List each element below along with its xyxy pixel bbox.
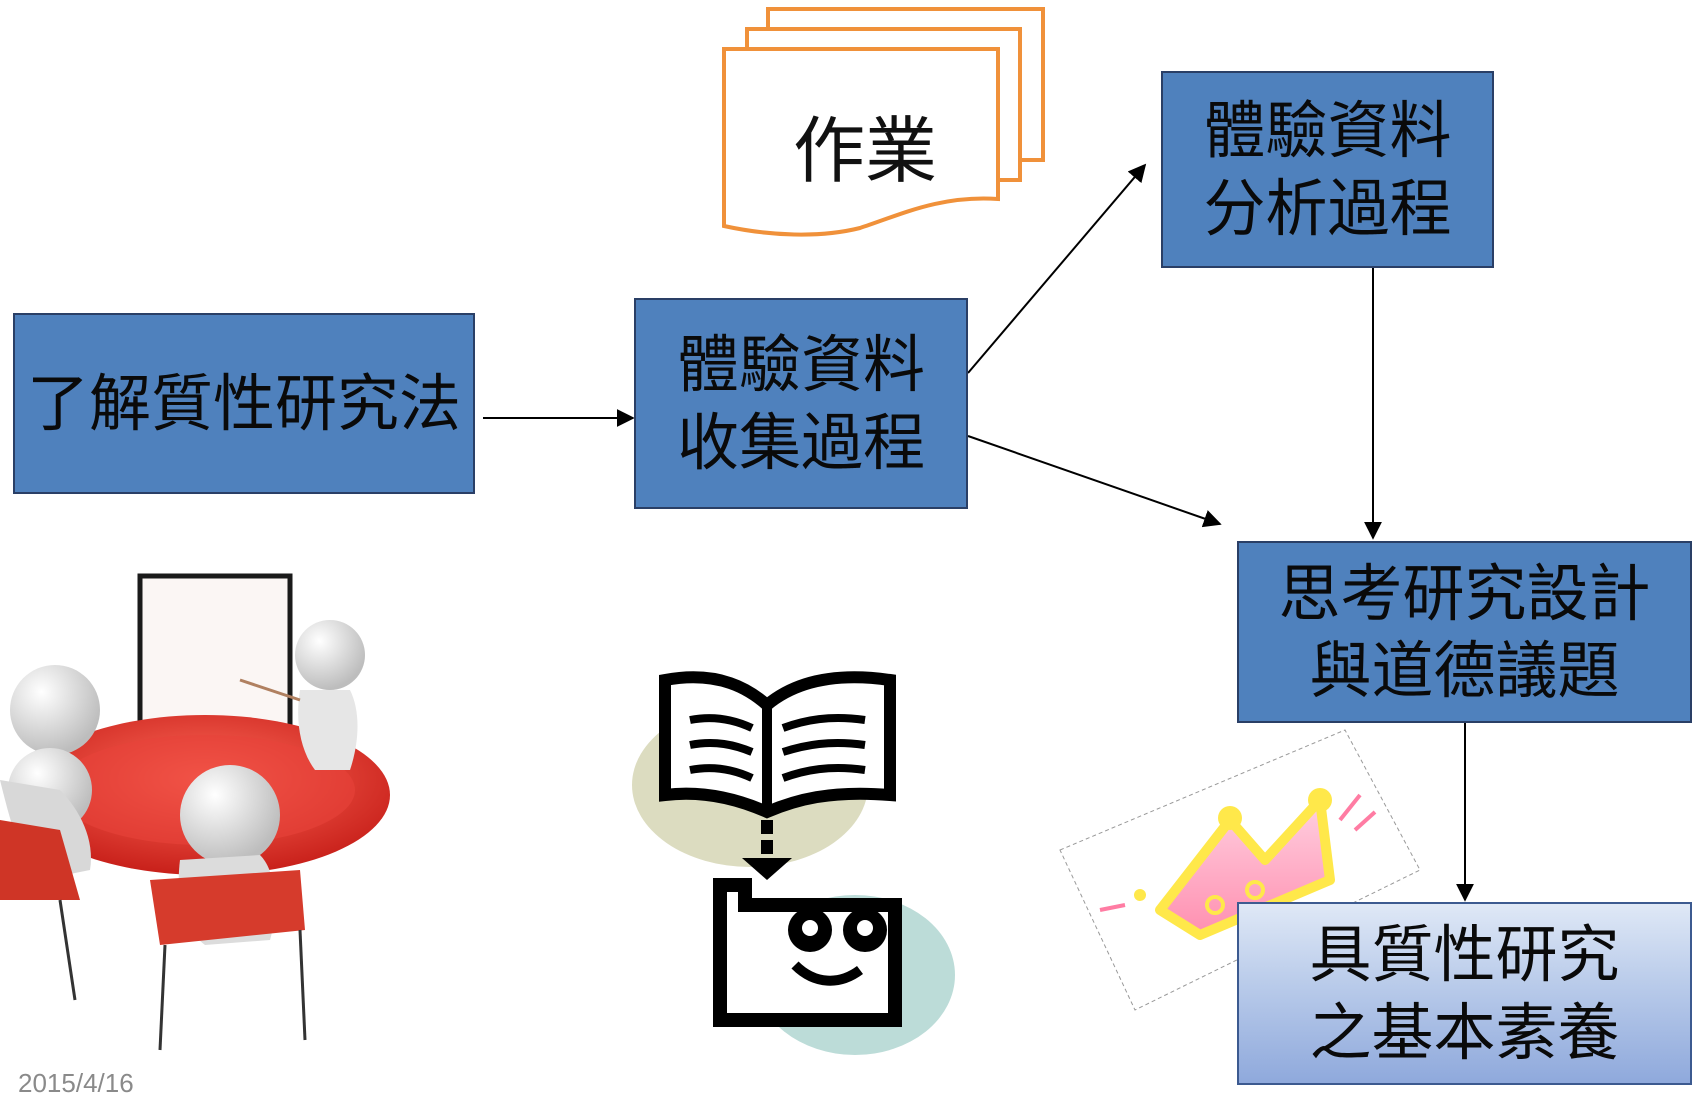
box-analyze-label: 體驗資料 分析過程	[1203, 94, 1452, 245]
box-understand-label: 了解質性研究法	[26, 366, 461, 440]
homework-label: 作業	[792, 109, 937, 193]
box-collect-label: 體驗資料 收集過程	[676, 328, 925, 479]
box-design-label: 思考研究設計 與道德議題	[1278, 556, 1651, 708]
box-data-analysis-process: 體驗資料 分析過程	[1161, 71, 1494, 268]
box-research-design-ethics: 思考研究設計 與道德議題	[1237, 541, 1692, 723]
flow-arrows	[483, 163, 1474, 902]
footer-date: 2015/4/16	[18, 1068, 134, 1098]
box-qualitative-research-literacy: 具質性研究 之基本素養	[1237, 902, 1692, 1085]
meeting-table-clipart	[0, 573, 390, 1051]
homework-document-icon	[722, 7, 1045, 237]
arrow-collect-to-design	[967, 435, 1222, 528]
book-reader-icon	[632, 671, 955, 1055]
box-literacy-label: 具質性研究 之基本素養	[1309, 918, 1620, 1069]
arrow-collect-to-analyze	[967, 163, 1147, 374]
box-understand-qualitative-research: 了解質性研究法	[13, 313, 475, 494]
box-data-collection-process: 體驗資料 收集過程	[634, 298, 968, 509]
crown-icon	[1059, 729, 1421, 1011]
